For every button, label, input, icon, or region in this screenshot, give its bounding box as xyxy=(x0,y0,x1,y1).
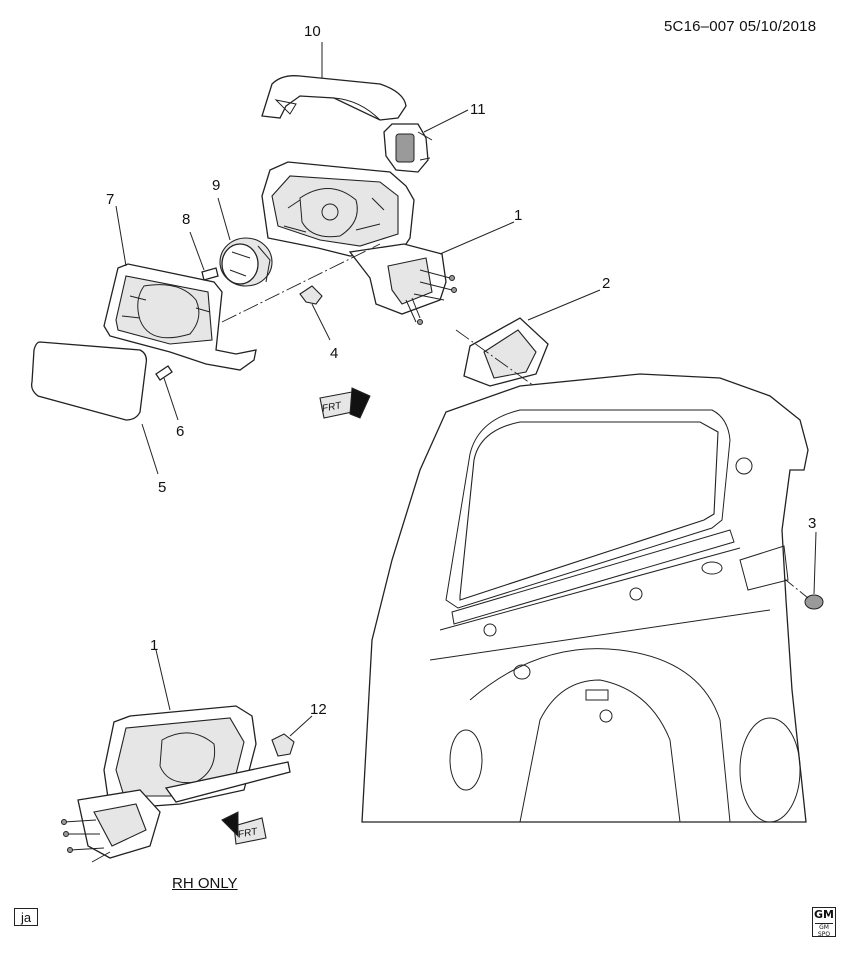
callout-3: 3 xyxy=(808,515,817,532)
part-8-screw xyxy=(201,267,219,281)
callout-2: 2 xyxy=(602,275,611,292)
door-panel xyxy=(361,373,809,823)
callout-10: 10 xyxy=(304,23,321,40)
part-1-mirror-assembly xyxy=(261,161,457,325)
part-7-housing xyxy=(103,263,257,371)
part-1-rh-mirror-assembly xyxy=(61,705,291,863)
frt-arrow-icon xyxy=(221,811,267,845)
part-3-nut xyxy=(804,594,824,610)
part-12-connector xyxy=(271,733,295,757)
part-10-mirror-cap xyxy=(261,75,407,121)
callout-6: 6 xyxy=(176,423,185,440)
part-5-mirror-glass xyxy=(30,341,148,421)
ja-box: ja xyxy=(14,908,38,926)
callout-8: 8 xyxy=(182,211,191,228)
part-2-gasket xyxy=(463,317,549,387)
gm-logo-icon: GM GM SPO xyxy=(812,907,836,938)
callout-1: 1 xyxy=(514,207,523,224)
callout-7: 7 xyxy=(106,191,115,208)
frt-arrow-icon xyxy=(319,387,371,419)
callout-9: 9 xyxy=(212,177,221,194)
callout-11: 11 xyxy=(470,101,486,118)
drawing-code-date: 5C16–007 05/10/2018 xyxy=(664,18,817,35)
callout-1-rh: 1 xyxy=(150,637,159,654)
part-6-screw xyxy=(155,365,173,381)
rh-only-note: RH ONLY xyxy=(172,875,238,892)
part-4-clip xyxy=(299,285,323,305)
centerline xyxy=(221,243,381,323)
callout-5: 5 xyxy=(158,479,167,496)
callout-4: 4 xyxy=(330,345,339,362)
part-9-actuator xyxy=(219,237,273,287)
gm-logo-text: GM xyxy=(814,908,834,921)
callout-12: 12 xyxy=(310,701,327,718)
part-11-lamp xyxy=(383,123,433,173)
gm-logo-subtext: GM SPO xyxy=(815,923,833,938)
